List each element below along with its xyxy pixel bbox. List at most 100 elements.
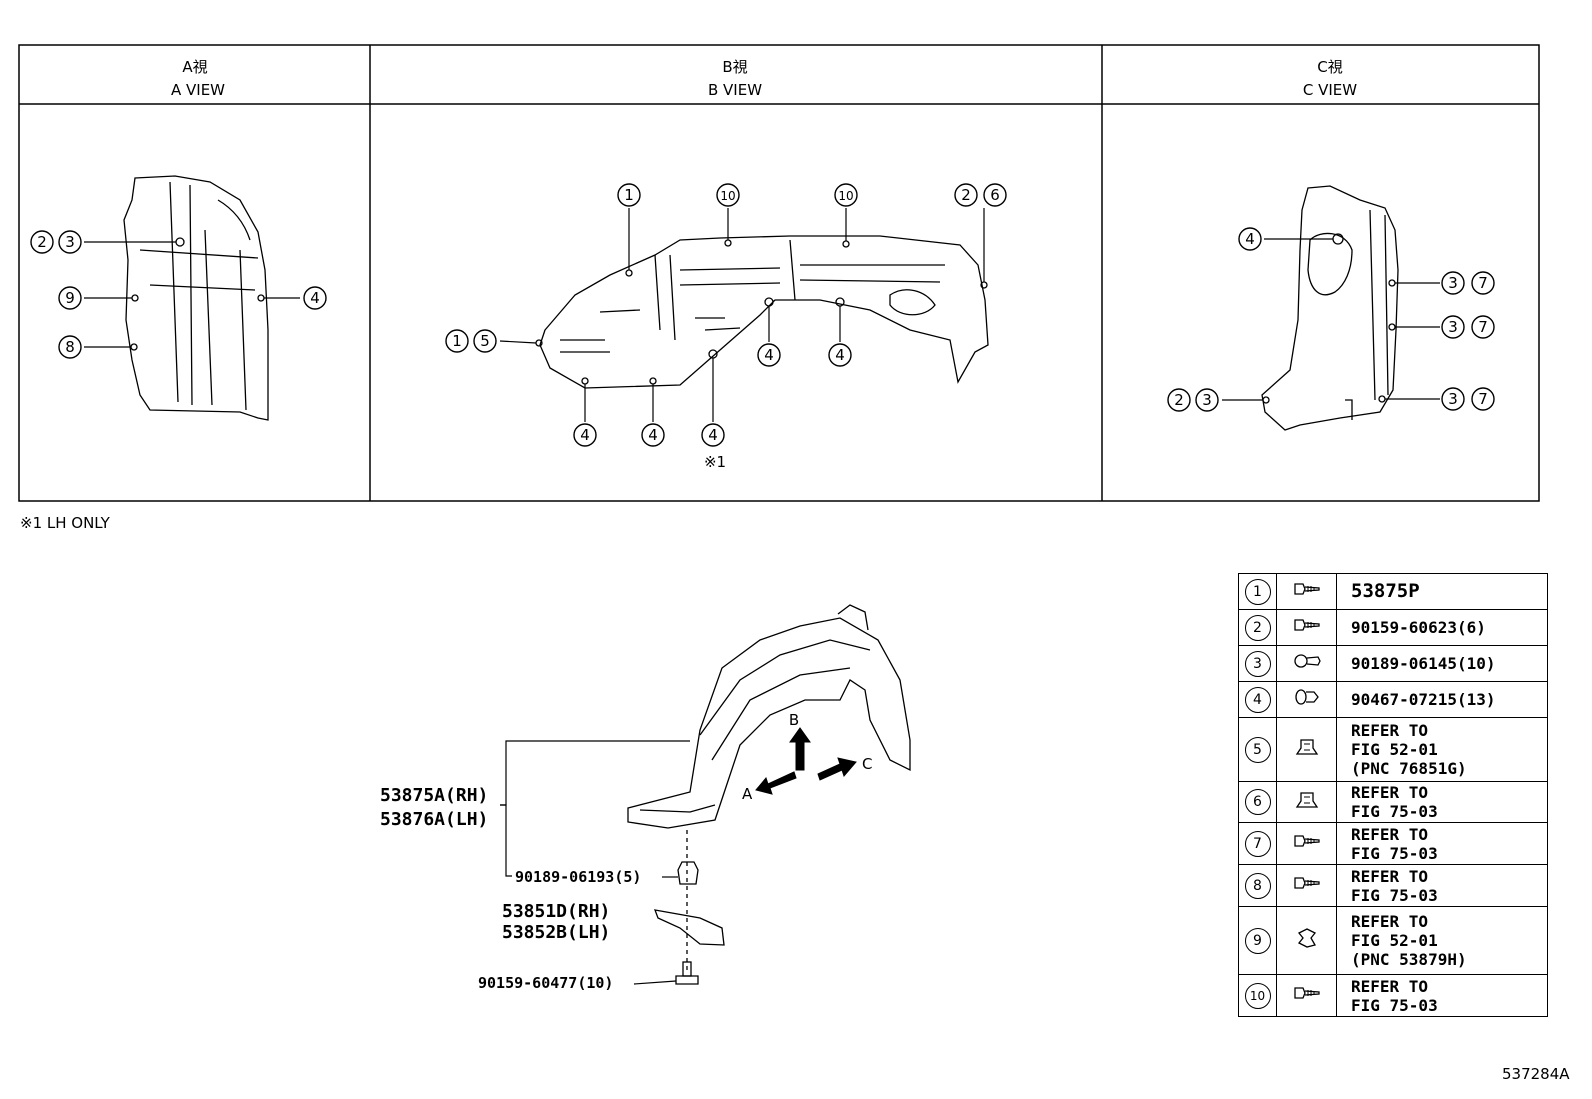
callout-b-4b: 4	[835, 346, 845, 364]
callout-a-4: 4	[310, 289, 320, 307]
legend-description: REFER TO FIG 52-01 (PNC 76851G)	[1336, 717, 1548, 782]
legend-number: 9	[1244, 927, 1271, 954]
label-arrow-b: B	[789, 711, 799, 729]
screw-icon	[1292, 619, 1322, 638]
callout-c-2: 2	[1174, 391, 1184, 409]
callout-c-3b: 3	[1448, 318, 1458, 336]
legend-description: REFER TO FIG 75-03	[1336, 781, 1548, 823]
view-b-jp: B視	[722, 58, 747, 76]
direction-arrows	[755, 727, 857, 795]
legend-row: 2 90159-60623(6)	[1238, 609, 1548, 646]
label-liner-rh: 53875A(RH)	[380, 785, 488, 806]
callout-b-10b: 10	[838, 189, 853, 203]
legend-description: REFER TO FIG 75-03	[1336, 974, 1548, 1017]
push-clip-icon	[1295, 928, 1319, 953]
legend-row: 1 53875P	[1238, 573, 1548, 610]
view-c-drawing	[1261, 185, 1399, 431]
seal-drawing	[653, 909, 725, 946]
legend-number: 5	[1244, 736, 1271, 763]
figure-id: 537284A	[1502, 1065, 1570, 1083]
label-screw: 90159-60477(10)	[478, 974, 613, 992]
legend-description: 90467-07215(13)	[1336, 681, 1548, 718]
screw-drawing	[675, 961, 699, 985]
view-headers: A視 A VIEW B視 B VIEW C視 C VIEW	[171, 58, 1357, 99]
view-a-en: A VIEW	[171, 81, 225, 99]
legend-description: REFER TO FIG 75-03	[1336, 864, 1548, 907]
label-seal-lh: 53852B(LH)	[502, 922, 610, 943]
clip-icon	[1292, 654, 1322, 674]
view-table	[18, 44, 1540, 502]
legend-number: 2	[1244, 614, 1271, 641]
callout-b-6: 6	[990, 186, 1000, 204]
label-seal-rh: 53851D(RH)	[502, 901, 610, 922]
callout-c-3c: 3	[1448, 390, 1458, 408]
label-liner-lh: 53876A(LH)	[380, 809, 488, 830]
label-arrow-c: C	[862, 755, 872, 773]
callout-c-7b: 7	[1478, 318, 1488, 336]
callout-a-2: 2	[37, 233, 47, 251]
fender-liner-drawing	[627, 604, 911, 970]
screw-icon	[1292, 835, 1322, 854]
rivet-icon	[1292, 689, 1322, 710]
view-b-en: B VIEW	[708, 81, 762, 99]
legend-description: 90189-06145(10)	[1336, 645, 1548, 682]
legend-row: 4 90467-07215(13)	[1238, 681, 1548, 718]
callout-b-10a: 10	[720, 189, 735, 203]
legend-number: 6	[1244, 789, 1271, 815]
nut-clip-icon	[1295, 791, 1319, 815]
arrow-c-icon	[817, 757, 857, 781]
parts-legend: 1 53875P 2 90159-60623(6) 3 90189-06145(10) 4 9…	[1238, 573, 1548, 1017]
legend-row: 8 REFER TO FIG 75-03	[1238, 864, 1548, 907]
callout-labels: 2 3 9 8 4 1 10 10 2 6 1 5 4 4 4 4 4 ※1 4…	[37, 186, 1488, 471]
callout-c-4: 4	[1245, 230, 1255, 248]
legend-number: 4	[1244, 686, 1271, 713]
legend-number: 3	[1244, 650, 1271, 677]
view-c-en: C VIEW	[1303, 81, 1357, 99]
callout-b-4e: 4	[708, 426, 718, 444]
leader-lines	[84, 208, 1440, 422]
callout-b-2: 2	[961, 186, 971, 204]
view-a-drawing	[123, 175, 269, 421]
callouts	[30, 183, 1495, 447]
legend-number: 8	[1244, 872, 1271, 899]
callout-b-5: 5	[480, 332, 490, 350]
callout-c-3d: 3	[1202, 391, 1212, 409]
lh-only-note: ※1 LH ONLY	[20, 514, 110, 532]
callout-b-note: ※1	[704, 453, 726, 471]
callout-c-3a: 3	[1448, 274, 1458, 292]
legend-description: 90159-60623(6)	[1336, 609, 1548, 646]
arrow-b-icon	[789, 727, 811, 771]
view-b-drawing	[535, 235, 989, 389]
part-labels: 53875A(RH) 53876A(LH) 90189-06193(5) 538…	[380, 711, 872, 992]
legend-number: 1	[1244, 578, 1271, 605]
view-c-jp: C視	[1317, 58, 1342, 76]
label-clip: 90189-06193(5)	[515, 868, 641, 886]
callout-a-3: 3	[65, 233, 75, 251]
callout-a-9: 9	[65, 289, 75, 307]
part-leaders	[500, 740, 690, 985]
clip-drawing	[677, 861, 699, 885]
screw-icon	[1292, 877, 1322, 896]
legend-description: 53875P	[1336, 573, 1548, 610]
callout-b-4d: 4	[648, 426, 658, 444]
legend-number: 7	[1244, 830, 1271, 857]
legend-description: REFER TO FIG 75-03	[1336, 822, 1548, 865]
arrow-a-icon	[755, 771, 797, 795]
callout-b-4c: 4	[580, 426, 590, 444]
label-arrow-a: A	[742, 785, 753, 803]
legend-row: 3 90189-06145(10)	[1238, 645, 1548, 682]
callout-b-4a: 4	[764, 346, 774, 364]
callout-b-1-left: 1	[452, 332, 462, 350]
nut-clip-icon	[1295, 739, 1319, 762]
callout-c-7a: 7	[1478, 274, 1488, 292]
callout-b-1: 1	[624, 186, 634, 204]
legend-row: 7 REFER TO FIG 75-03	[1238, 822, 1548, 865]
callout-a-8: 8	[65, 338, 75, 356]
screw-icon	[1292, 583, 1322, 602]
legend-row: 10 REFER TO FIG 75-03	[1238, 974, 1548, 1017]
legend-row: 6 REFER TO FIG 75-03	[1238, 781, 1548, 823]
callout-c-7c: 7	[1478, 390, 1488, 408]
legend-row: 5 REFER TO FIG 52-01 (PNC 76851G)	[1238, 717, 1548, 782]
legend-number: 10	[1244, 982, 1271, 1009]
